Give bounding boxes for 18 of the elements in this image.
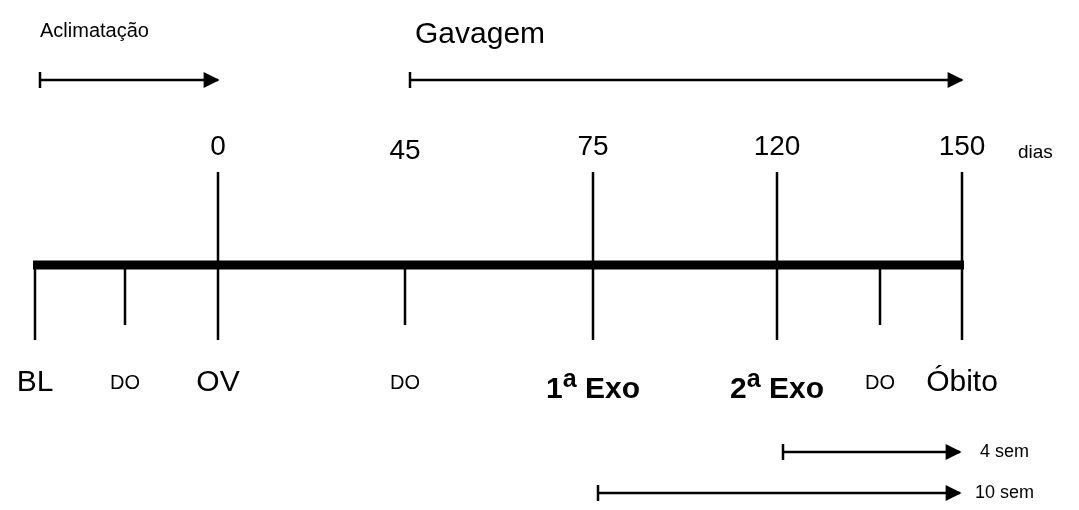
- event-label: DO: [110, 372, 140, 392]
- period-label: Aclimatação: [40, 20, 149, 40]
- event-label: BL: [16, 366, 54, 396]
- event-label: 2$^{a}$ Exo: [730, 366, 824, 403]
- day-number: 45: [389, 136, 421, 164]
- event-label: Óbito: [926, 366, 998, 396]
- event-label: OV: [196, 366, 240, 396]
- day-number: 120: [753, 132, 801, 160]
- period-label: Gavagem: [415, 18, 546, 48]
- day-number: 75: [577, 132, 609, 160]
- event-label: 1$^{a}$ Exo: [546, 366, 640, 403]
- day-number: 150: [938, 132, 986, 160]
- event-label: DO: [390, 372, 420, 392]
- unit-label: dias: [1018, 142, 1053, 161]
- day-number: 0: [210, 132, 226, 160]
- event-label: DO: [865, 372, 895, 392]
- duration-label: 4 sem: [980, 442, 1030, 460]
- duration-label: 10 sem: [975, 483, 1035, 501]
